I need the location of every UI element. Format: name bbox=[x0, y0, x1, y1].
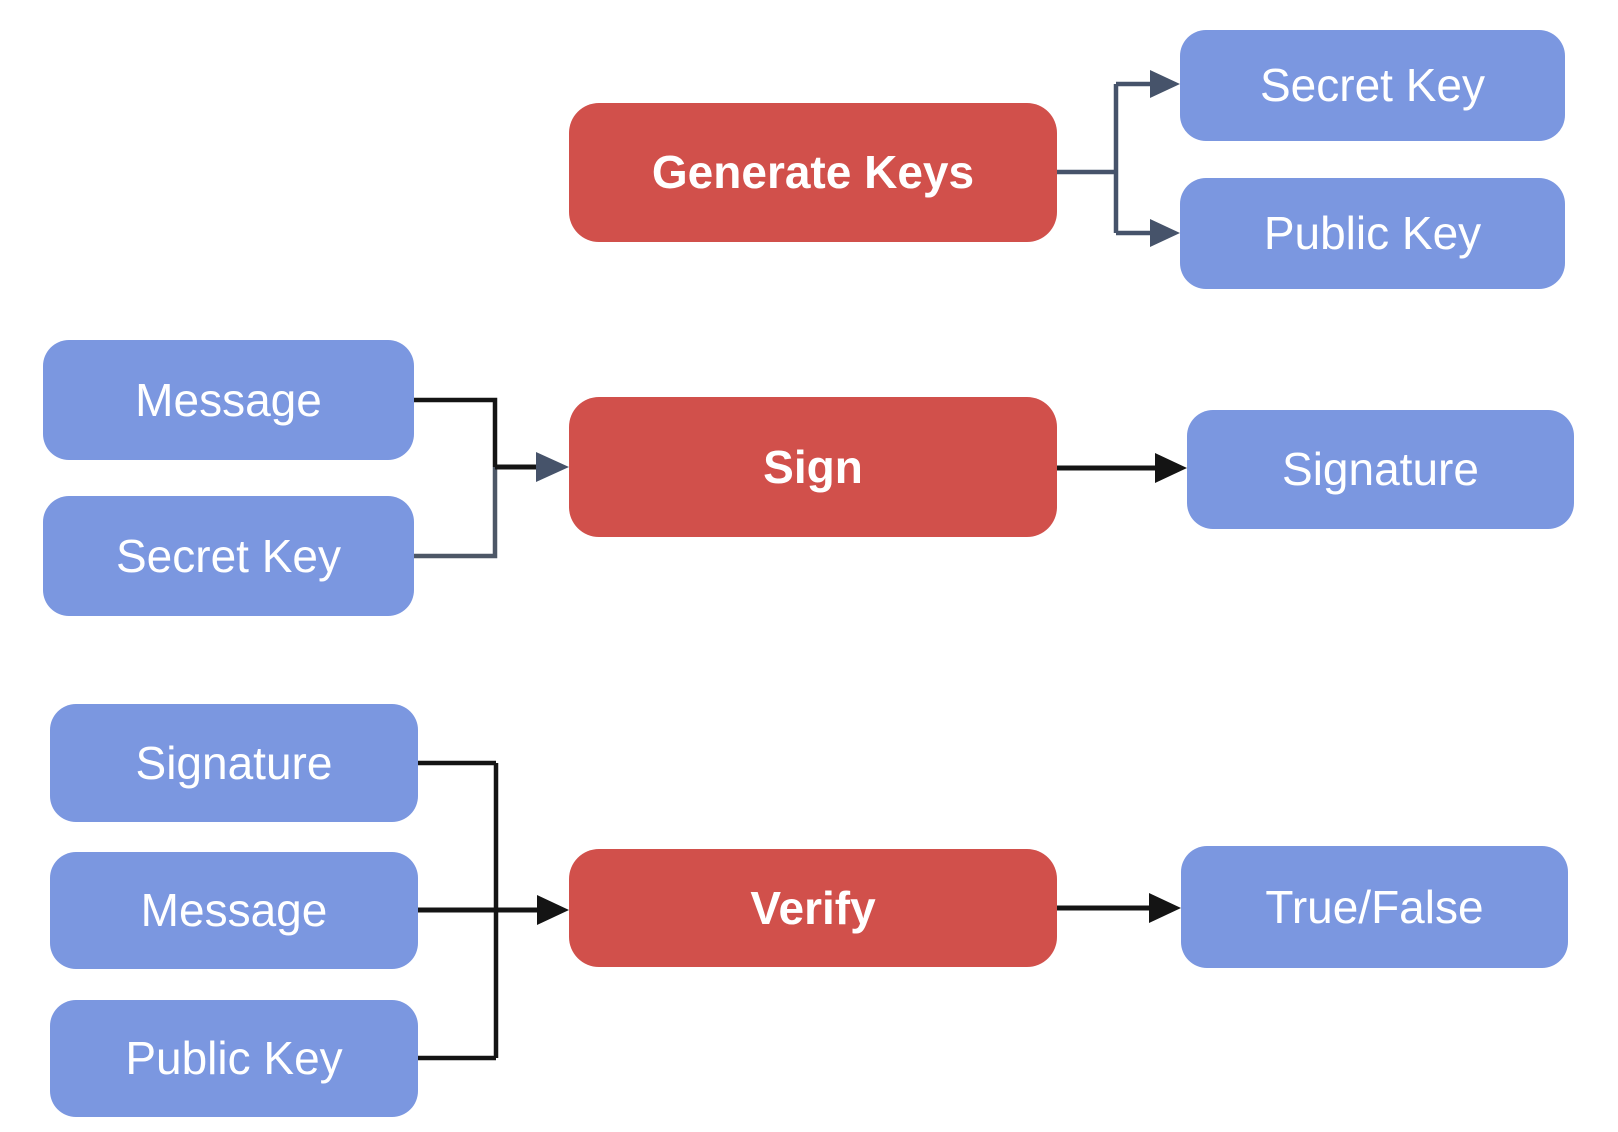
node-sign: Sign bbox=[569, 397, 1057, 537]
node-secret-key-output: Secret Key bbox=[1180, 30, 1565, 141]
node-generate-keys: Generate Keys bbox=[569, 103, 1057, 242]
node-signature-output: Signature bbox=[1187, 410, 1574, 529]
node-secret-key-sign-input: Secret Key bbox=[43, 496, 414, 616]
arrowhead-to-public-key bbox=[1150, 219, 1180, 247]
arrowhead-to-truefalse bbox=[1149, 893, 1181, 923]
node-public-key-verify-input: Public Key bbox=[50, 1000, 418, 1117]
node-signature-verify-input: Signature bbox=[50, 704, 418, 822]
arrowhead-to-secret-key bbox=[1150, 70, 1180, 98]
connector-verify-to-truefalse bbox=[1057, 893, 1181, 923]
arrowhead-to-verify bbox=[537, 895, 569, 925]
arrowhead-to-signature bbox=[1155, 453, 1187, 483]
connector-sign-to-signature bbox=[1057, 453, 1187, 483]
node-message-verify-input: Message bbox=[50, 852, 418, 969]
connector-generate-keys-fork bbox=[1057, 70, 1180, 247]
node-verify: Verify bbox=[569, 849, 1057, 967]
arrowhead-to-sign bbox=[536, 452, 569, 482]
node-public-key-output: Public Key bbox=[1180, 178, 1565, 289]
node-true-false-output: True/False bbox=[1181, 846, 1568, 968]
node-message-sign-input: Message bbox=[43, 340, 414, 460]
connector-verify-inputs bbox=[418, 760, 569, 1061]
connector-sign-inputs bbox=[414, 397, 569, 559]
